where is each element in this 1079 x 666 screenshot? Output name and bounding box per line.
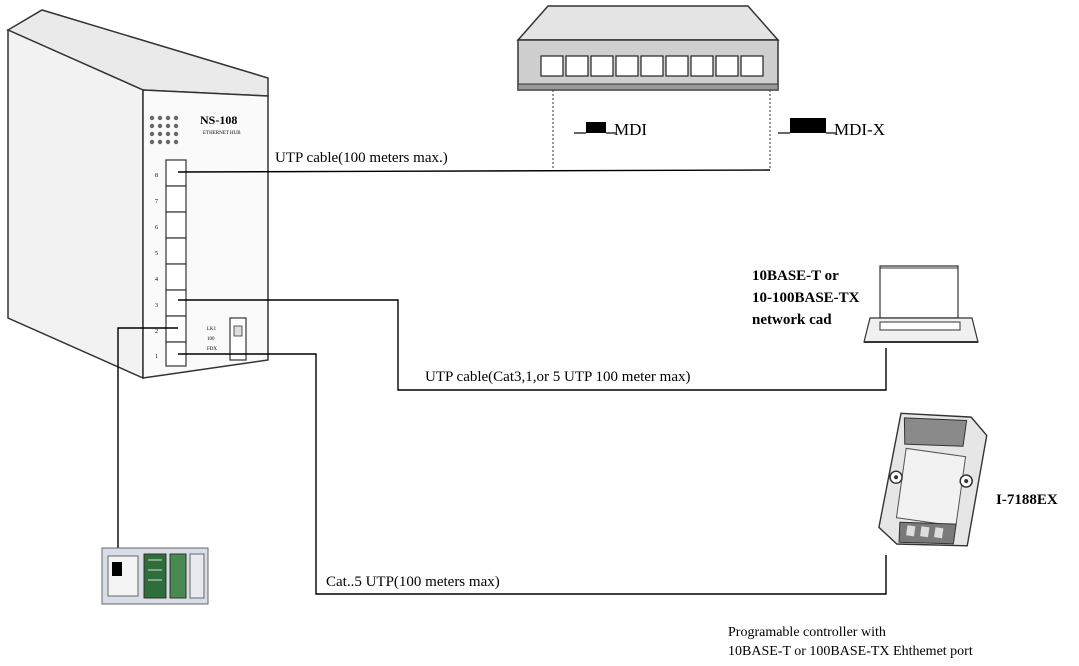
- port-number: 3: [155, 303, 158, 309]
- mdix-label: MDI-X: [834, 120, 885, 139]
- middle-cable-label: UTP cable(Cat3,1,or 5 UTP 100 meter max): [425, 369, 691, 385]
- port-number: 5: [155, 251, 158, 257]
- programmable-controller: [101, 547, 209, 605]
- controller-label-line2: 10BASE-T or 100BASE-TX Ehthemet port: [728, 644, 973, 659]
- port-number: 2: [155, 329, 158, 335]
- port-number: 1: [155, 354, 158, 360]
- pc-label-line2: 10-100BASE-TX: [752, 290, 860, 306]
- small-label: LK1: [207, 327, 217, 332]
- bottom-cable-label: Cat..5 UTP(100 meters max): [326, 574, 500, 590]
- port-number: 7: [155, 199, 158, 205]
- pc-computer: [863, 265, 979, 343]
- led-indicators: [149, 115, 179, 145]
- switch-subtitle: ETHERNET HUB: [203, 131, 241, 136]
- ethernet-hub: [516, 5, 780, 91]
- switch-model: NS-108: [200, 113, 237, 127]
- switch-ports: [165, 159, 187, 367]
- pc-label-line3: network cad: [752, 312, 832, 328]
- pc-label-line1: 10BASE-T or: [752, 268, 839, 284]
- top-cable-label: UTP cable(100 meters max.): [275, 150, 448, 166]
- mdix-symbol: MDI-X: [778, 118, 885, 139]
- small-label: 100: [207, 337, 215, 342]
- switch-side-block: LK1 100 FDX: [207, 317, 247, 361]
- mdi-symbol: MDI: [574, 120, 647, 139]
- switch-port-numbers: 8 7 6 5 4 3 2 1: [155, 173, 158, 360]
- hub-ports: [540, 55, 764, 77]
- mdi-label: MDI: [614, 120, 647, 139]
- port-number: 8: [155, 173, 158, 179]
- controller-label-line1: Programable controller with: [728, 625, 886, 640]
- small-label: FDX: [207, 347, 217, 352]
- module-label: I-7188EX: [996, 492, 1058, 508]
- ethernet-switch: NS-108 ETHERNET HUB 8 7 6 5 4 3 2 1 LK1 …: [6, 9, 269, 380]
- port-number: 4: [155, 277, 158, 283]
- port-number: 6: [155, 225, 158, 231]
- cable-lines: [117, 169, 887, 595]
- i7188ex-module: [878, 412, 988, 547]
